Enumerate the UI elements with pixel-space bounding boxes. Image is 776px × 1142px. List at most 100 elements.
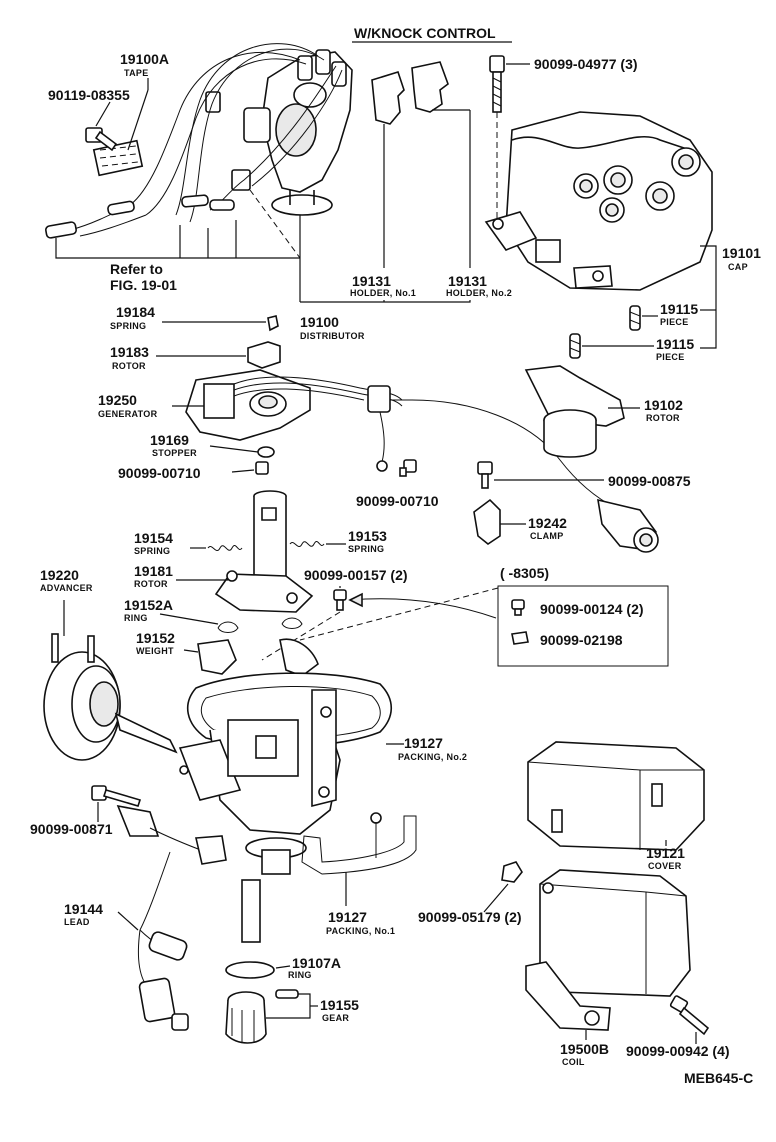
label-19183-num: 19183 — [110, 344, 149, 360]
label-19131-no1-num: 19131 — [352, 273, 391, 289]
rotor-19183-drawing — [247, 341, 281, 369]
screw-90099-00875-drawing — [477, 461, 493, 489]
stopper-drawing — [257, 446, 275, 458]
label-19152A-num: 19152A — [124, 597, 173, 613]
label-90099-02198: 90099-02198 — [540, 632, 623, 648]
inset-box — [497, 585, 669, 667]
label-19107A-num: 19107A — [292, 955, 341, 971]
label-19101-num: 19101 — [722, 245, 761, 261]
label-19121-num: 19121 — [646, 845, 685, 861]
bolt-90099-00942-drawing — [669, 995, 710, 1036]
knock-sensor-lead-drawing — [116, 804, 227, 1031]
label-19102-num: 19102 — [644, 397, 683, 413]
label-19115-lower-num: 19115 — [656, 336, 694, 352]
label-19152A-name: RING — [124, 613, 148, 623]
label-90119-08355: 90119-08355 — [48, 87, 130, 103]
advancer-drawing — [43, 633, 178, 761]
label-19127-no1-name: PACKING, No.1 — [326, 926, 395, 936]
label-19131-no2-name: HOLDER, No.2 — [446, 288, 512, 298]
holder-no1-drawing — [371, 71, 405, 125]
refer-to-line1: Refer to — [110, 261, 163, 277]
label-19102-name: ROTOR — [646, 413, 680, 423]
label-90099-00157: 90099-00157 (2) — [304, 567, 408, 583]
label-90099-00710-left: 90099-00710 — [118, 465, 201, 481]
label-19115-upper-name: PIECE — [660, 317, 689, 327]
label-19101-name: CAP — [728, 262, 748, 272]
label-range: ( -8305) — [500, 565, 549, 581]
label-90099-05179: 90099-05179 (2) — [418, 909, 522, 925]
label-19250-name: GENERATOR — [98, 409, 158, 419]
label-19131-no1-name: HOLDER, No.1 — [350, 288, 416, 298]
connector-drawing — [597, 498, 659, 553]
cover-drawing — [527, 741, 705, 851]
coil-drawing — [525, 869, 691, 1031]
label-19169-name: STOPPER — [152, 448, 197, 458]
packing-no1-drawing — [301, 812, 417, 875]
bolt-90099-00871-drawing — [91, 785, 142, 807]
callout-labels: 19100A TAPE 90119-08355 90099-04977 (3) … — [30, 51, 761, 1086]
ring-19107A-drawing — [225, 961, 275, 979]
refer-to-line2: FIG. 19-01 — [110, 277, 177, 293]
label-19115-lower-name: PIECE — [656, 352, 685, 362]
label-19100-name: DISTRIBUTOR — [300, 331, 365, 341]
label-19500B-num: 19500B — [560, 1041, 609, 1057]
label-19155-name: GEAR — [322, 1013, 349, 1023]
rotor-19102-drawing — [524, 365, 625, 458]
label-19100-num: 19100 — [300, 314, 339, 330]
label-19181-name: ROTOR — [134, 579, 168, 589]
screw-90099-00157-drawing — [333, 589, 347, 611]
label-19127-no1-num: 19127 — [328, 909, 367, 925]
governor-shaft-drawing — [214, 490, 314, 613]
label-19115-upper-num: 19115 — [660, 301, 698, 317]
label-19184-num: 19184 — [116, 304, 155, 320]
label-19184-name: SPRING — [110, 321, 146, 331]
label-19100A-num: 19100A — [120, 51, 169, 67]
generator-drawing — [185, 369, 617, 509]
distributor-cap-drawing — [484, 111, 713, 291]
piece-19115-lower-drawing — [569, 333, 581, 359]
bolt-90119-08355-drawing — [85, 127, 118, 152]
spring-19184-drawing — [267, 315, 279, 332]
weight-drawing — [197, 638, 319, 677]
label-90099-00875: 90099-00875 — [608, 473, 691, 489]
label-19181-num: 19181 — [134, 563, 173, 579]
label-19144-num: 19144 — [64, 901, 103, 917]
label-19250-num: 19250 — [98, 392, 137, 408]
nut-90099-05179-drawing — [501, 861, 523, 883]
ring-19152A-drawing — [217, 617, 303, 633]
label-19169-num: 19169 — [150, 432, 189, 448]
label-90099-00124: 90099-00124 (2) — [540, 601, 644, 617]
label-90099-00942: 90099-00942 (4) — [626, 1043, 730, 1059]
cap-screw-drawing — [489, 55, 505, 113]
piece-19115-upper-drawing — [629, 305, 641, 331]
label-19153-name: SPRING — [348, 544, 384, 554]
gear-drawing — [225, 989, 299, 1044]
label-19152-num: 19152 — [136, 630, 175, 646]
label-19183-name: ROTOR — [112, 361, 146, 371]
label-19107A-name: RING — [288, 970, 312, 980]
label-19131-no2-num: 19131 — [448, 273, 487, 289]
distributor-housing-drawing — [178, 672, 393, 943]
label-90099-04977: 90099-04977 (3) — [534, 56, 638, 72]
label-19127-no2-num: 19127 — [404, 735, 443, 751]
spring-19153-drawing — [289, 540, 325, 548]
distributor-assembly-drawing — [45, 43, 353, 239]
spring-19154-drawing — [207, 544, 243, 552]
label-19242-num: 19242 — [528, 515, 567, 531]
label-90099-00871: 90099-00871 — [30, 821, 113, 837]
label-19154-num: 19154 — [134, 530, 173, 546]
label-19152-name: WEIGHT — [136, 646, 174, 656]
label-19154-name: SPRING — [134, 546, 170, 556]
screw-90099-00710-right-drawing — [399, 459, 417, 477]
label-19242-name: CLAMP — [530, 531, 564, 541]
clamp-drawing — [473, 498, 501, 545]
label-19153-num: 19153 — [348, 528, 387, 544]
label-19220-name: ADVANCER — [40, 583, 93, 593]
holder-no2-drawing — [411, 61, 449, 113]
label-19121-name: COVER — [648, 861, 682, 871]
label-19127-no2-name: PACKING, No.2 — [398, 752, 467, 762]
label-19144-name: LEAD — [64, 917, 90, 927]
label-90099-00710-right: 90099-00710 — [356, 493, 439, 509]
